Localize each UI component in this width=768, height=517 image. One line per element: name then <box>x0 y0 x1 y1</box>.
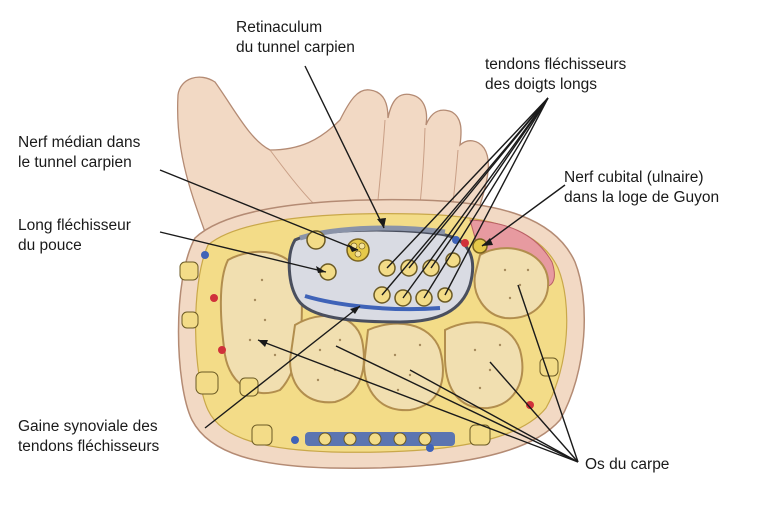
leader-tendons-4 <box>381 97 549 296</box>
label-synovial-sheath-line2: tendons fléchisseurs <box>18 438 160 455</box>
bone-trapezoid <box>288 314 365 404</box>
median-nerve-fascicles <box>350 242 366 258</box>
ulnar-artery <box>461 239 469 247</box>
leader-tendons-3 <box>430 97 549 269</box>
label-flexor-pollicis-line1: Long fléchisseur <box>18 217 131 234</box>
bone-hamate <box>444 321 524 410</box>
arrowheads <box>258 218 493 347</box>
bone-pisiform <box>473 247 550 320</box>
leader-tendons-5 <box>402 97 549 299</box>
label-median-nerve: Nerf médian dans le tunnel carpien <box>18 133 140 173</box>
label-flexor-tendons-line2: des doigts longs <box>485 76 598 93</box>
ulnar-nerve <box>472 238 488 254</box>
leader-carpal-1 <box>257 339 579 463</box>
bone-texture <box>248 268 530 392</box>
label-ulnar-nerve-line1: Nerf cubital (ulnaire) <box>564 169 704 186</box>
label-carpal-bones-line1: Os du carpe <box>585 456 670 473</box>
label-synovial-sheath: Gaine synoviale des tendons fléchisseurs <box>18 417 159 457</box>
leader-median-nerve <box>159 169 359 251</box>
leader-tendons-6 <box>423 97 549 299</box>
label-retinaculum-line1: Retinaculum <box>236 19 323 36</box>
synovial-sheath-inner <box>304 294 441 312</box>
leader-carpal-3 <box>409 369 579 463</box>
label-ulnar-nerve: Nerf cubital (ulnaire) dans la loge de G… <box>564 168 719 208</box>
label-flexor-tendons-line1: tendons fléchisseurs <box>485 56 627 73</box>
leader-carpal-2 <box>335 345 579 463</box>
label-median-nerve-line1: Nerf médian dans <box>18 134 141 151</box>
label-retinaculum: Retinaculum du tunnel carpien <box>236 18 355 58</box>
label-median-nerve-line2: le tunnel carpien <box>18 154 132 171</box>
leader-flexor-pollicis <box>159 231 327 273</box>
label-ulnar-nerve-line2: dans la loge de Guyon <box>564 189 720 206</box>
label-carpal-bones: Os du carpe <box>585 455 669 475</box>
label-synovial-sheath-line1: Gaine synoviale des <box>18 418 158 435</box>
leader-lines <box>159 65 579 463</box>
bone-trapezium <box>219 250 303 395</box>
label-retinaculum-line2: du tunnel carpien <box>236 39 355 56</box>
leader-synovial-sheath <box>204 305 361 429</box>
leader-carpal-4 <box>489 361 579 463</box>
leader-carpal-5 <box>517 284 579 463</box>
leader-ulnar-nerve <box>481 184 566 247</box>
bone-capitate <box>362 322 444 412</box>
label-flexor-pollicis: Long fléchisseur du pouce <box>18 216 131 256</box>
label-flexor-pollicis-line2: du pouce <box>18 237 82 254</box>
leader-tendons-7 <box>444 97 549 296</box>
leader-retinaculum <box>304 65 385 229</box>
label-flexor-tendons: tendons fléchisseurs des doigts longs <box>485 55 626 95</box>
leader-tendons-1 <box>386 97 549 269</box>
peripheral-structures <box>179 251 559 452</box>
